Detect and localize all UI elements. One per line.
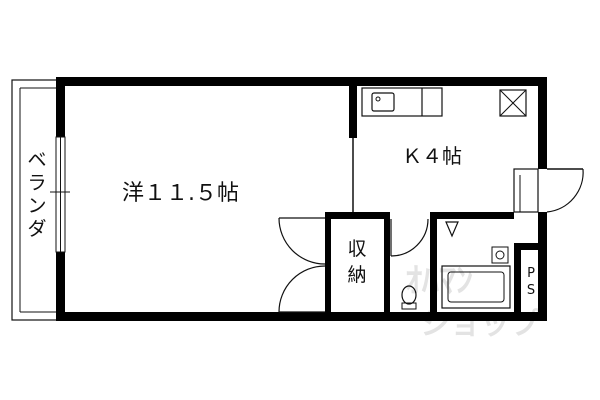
- room-label-western: 洋１１.５帖: [122, 181, 239, 206]
- washbasin-icon: [491, 246, 509, 264]
- wall-left-lower: [56, 252, 65, 321]
- balcony-label-char-4: ダ: [27, 218, 46, 240]
- room-label-ps-2: S: [527, 283, 535, 298]
- balcony-label-char-2: ラ: [27, 172, 46, 194]
- fridge-box: [499, 89, 527, 117]
- wall-kitchen-divider-top: [349, 86, 357, 138]
- wall-right-upper: [538, 77, 547, 169]
- wall-top: [56, 77, 547, 86]
- wall-mid-horizontal-right: [430, 212, 514, 219]
- bathtub-icon: [441, 265, 511, 309]
- bathroom: [441, 246, 511, 309]
- faucet-icon: [375, 96, 381, 102]
- wall-toilet-right: [430, 212, 437, 312]
- balcony-label-char-3: ン: [27, 195, 46, 217]
- entrance: [513, 168, 584, 213]
- toilet-tank-icon: [401, 302, 417, 310]
- toilet-room: [390, 218, 459, 310]
- sink-icon: [371, 92, 395, 112]
- wall-right-lower: [538, 212, 547, 321]
- storage-door-swing-lower: [278, 265, 326, 313]
- wall-left-upper: [56, 77, 65, 137]
- storage-doors: [278, 217, 326, 313]
- storage-door-swing-upper: [278, 217, 326, 265]
- entrance-door-swing: [546, 168, 584, 213]
- wall-storage-right: [384, 212, 390, 312]
- room-label-kitchen: Ｋ４帖: [402, 144, 462, 168]
- wall-bottom: [56, 312, 547, 321]
- wall-ps-top: [514, 243, 547, 250]
- interior-walls: [325, 86, 547, 312]
- counter: [361, 87, 443, 117]
- room-label-storage-2: 納: [347, 264, 366, 286]
- balcony-window: [50, 136, 70, 253]
- wall-mid-horizontal-left: [325, 212, 389, 219]
- exterior-walls: [56, 77, 547, 321]
- watermark-line-1: ｵﾊﾏﾝ: [405, 261, 473, 301]
- balcony: ベ ラ ン ダ: [11, 79, 60, 321]
- balcony-label-char-1: ベ: [27, 149, 46, 171]
- entrance-step: [513, 168, 539, 213]
- drain-icon: [495, 250, 505, 260]
- fridge-cross-2: [499, 89, 527, 117]
- room-label-storage-1: 収: [347, 238, 366, 260]
- room-label-ps-1: P: [527, 266, 535, 281]
- toilet-door-swing: [390, 218, 429, 257]
- refrigerator-space: [499, 89, 527, 117]
- bathtub-inner: [447, 271, 505, 303]
- wall-ps-left: [514, 246, 521, 312]
- wall-storage-left: [325, 212, 331, 312]
- toilet-icon: [401, 285, 417, 305]
- kitchen-counter: [361, 87, 443, 117]
- shower-icon: [445, 221, 459, 238]
